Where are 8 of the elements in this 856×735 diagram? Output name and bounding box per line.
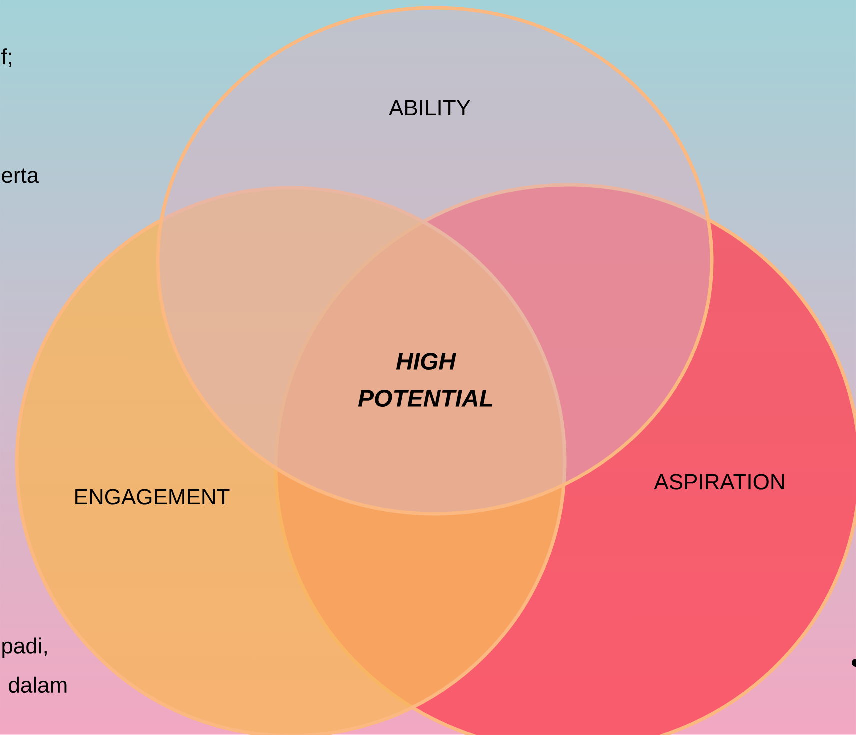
overlap-label: HIGH POTENTIAL [358,353,493,407]
text-fragment: dalam [9,676,67,694]
text-fragment: f; [2,48,12,68]
text-fragment: erta [2,168,40,184]
circle-label: ASPIRATION [654,474,784,490]
text-fragment: padi, [2,638,47,658]
circle-label: ABILITY [389,100,470,116]
circle-label: ENGAGEMENT [76,489,230,505]
